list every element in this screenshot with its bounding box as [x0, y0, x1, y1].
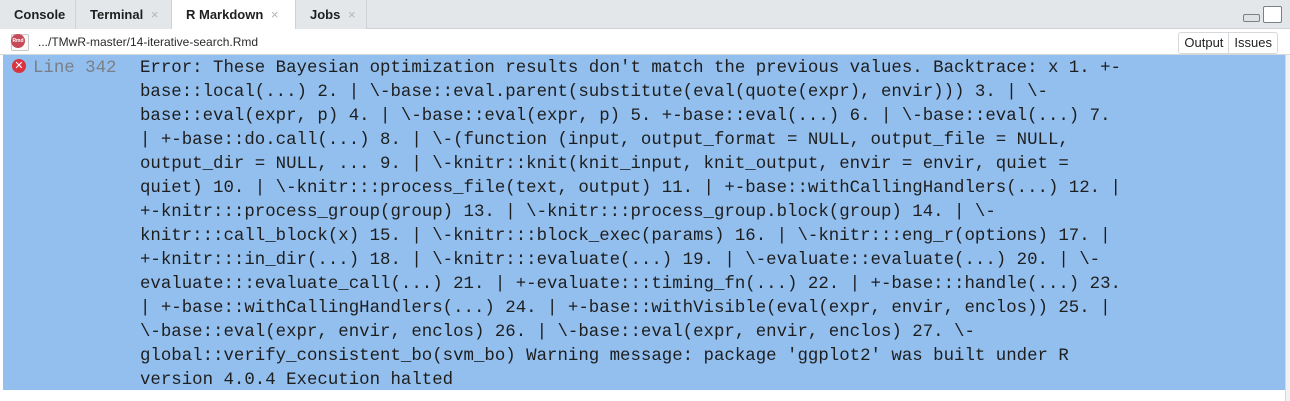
file-path-bar: Rmd .../TMwR-master/14-iterative-search.…	[0, 29, 1290, 55]
tab-console[interactable]: Console	[0, 0, 76, 29]
message-line: | +-base::withCallingHandlers(...) 24. |…	[140, 299, 1111, 318]
minimize-pane-icon[interactable]	[1243, 14, 1260, 22]
pane-tab-bar: Console Terminal × R Markdown × Jobs ×	[0, 0, 1290, 30]
message-line: \-base::eval(expr, envir, enclos) 26. | …	[140, 323, 975, 342]
close-icon[interactable]: ×	[347, 7, 356, 22]
line-number-label[interactable]: Line 342	[33, 59, 117, 78]
tab-label: Jobs	[310, 7, 341, 22]
message-line: Error: These Bayesian optimization resul…	[140, 59, 1121, 78]
error-message: Error: These Bayesian optimization resul…	[140, 57, 1280, 393]
output-button[interactable]: Output	[1184, 35, 1224, 50]
message-line: base::local(...) 2. | \-base::eval.paren…	[140, 83, 1048, 102]
message-line: knitr:::call_block(x) 15. | \-knitr:::bl…	[140, 227, 1111, 246]
message-line: +-knitr:::in_dir(...) 18. | \-knitr:::ev…	[140, 251, 1101, 270]
message-line: output_dir = NULL, ... 9. | \-knitr::kni…	[140, 155, 1069, 174]
tab-terminal[interactable]: Terminal ×	[76, 0, 172, 29]
message-line: | +-base::do.call(...) 8. | \-(function …	[140, 131, 1069, 150]
issue-row-selected[interactable]: ✕ Line 342 Error: These Bayesian optimiz…	[3, 55, 1285, 390]
message-line: version 4.0.4 Execution halted	[140, 371, 454, 390]
tab-jobs[interactable]: Jobs ×	[296, 0, 367, 29]
error-icon: ✕	[12, 59, 26, 73]
tab-label: Console	[14, 7, 66, 22]
issues-button[interactable]: Issues	[1234, 35, 1272, 50]
maximize-pane-icon[interactable]	[1263, 6, 1282, 23]
file-path[interactable]: .../TMwR-master/14-iterative-search.Rmd	[38, 35, 259, 49]
tab-label: Terminal	[90, 7, 144, 22]
message-line: quiet) 10. | \-knitr:::process_file(text…	[140, 179, 1121, 198]
close-icon[interactable]: ×	[150, 7, 159, 22]
message-line: +-knitr:::process_group(group) 13. | \-k…	[140, 203, 996, 222]
divider	[1228, 33, 1230, 53]
rmd-file-icon: Rmd	[11, 34, 29, 51]
tab-label: R Markdown	[186, 7, 264, 22]
message-line: base::eval(expr, p) 4. | \-base::eval(ex…	[140, 107, 1111, 126]
vertical-scrollbar[interactable]	[1285, 55, 1290, 401]
message-line: global::verify_consistent_bo(svm_bo) War…	[140, 347, 1069, 366]
message-line: evaluate:::evaluate_call(...) 21. | +-ev…	[140, 275, 1121, 294]
close-icon[interactable]: ×	[270, 7, 279, 22]
output-issues-toggle: Output Issues	[1178, 32, 1278, 54]
tab-r-markdown[interactable]: R Markdown ×	[172, 0, 296, 30]
